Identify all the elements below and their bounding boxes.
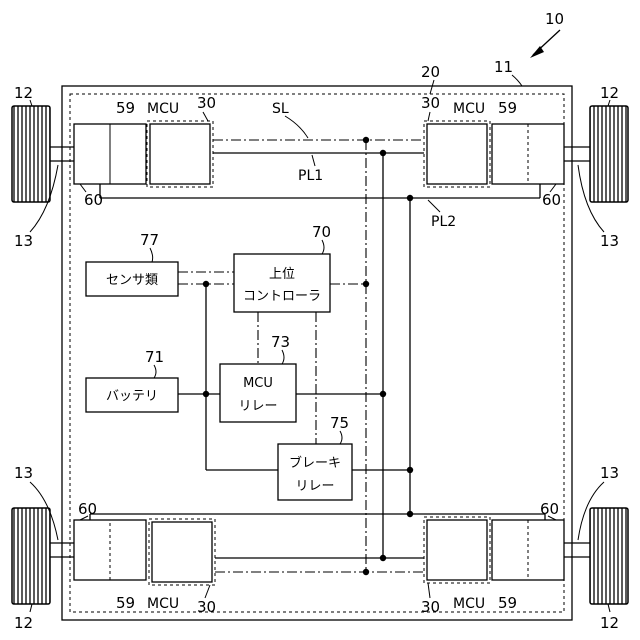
signal-line-sl bbox=[178, 140, 424, 572]
drive-unit-front-right bbox=[424, 121, 564, 187]
inverter-ref-rr: 60 bbox=[540, 500, 559, 518]
power-line-1-label: PL1 bbox=[298, 168, 323, 184]
sensors-label: センサ類 bbox=[106, 273, 158, 288]
motor-ref-fl: 59 bbox=[116, 99, 135, 117]
mcu-unit-ref-rr: 30 bbox=[421, 598, 440, 616]
brake-relay-line1: ブレーキ bbox=[289, 455, 341, 471]
brake-relay-ref: 75 bbox=[330, 414, 349, 432]
wheel-front-left bbox=[12, 106, 50, 202]
inverter-ref-rl: 60 bbox=[78, 500, 97, 518]
host-controller-line1: 上位 bbox=[269, 267, 295, 282]
mcu-label-rr: MCU bbox=[453, 596, 485, 612]
mcu-relay-ref: 73 bbox=[271, 333, 290, 351]
brake-relay-line2: リレー bbox=[295, 479, 334, 494]
housing-ref-label: 20 bbox=[421, 63, 440, 81]
drive-unit-front-left bbox=[74, 121, 213, 187]
motor-ref-fr: 59 bbox=[498, 99, 517, 117]
system-ref-label: 10 bbox=[545, 10, 564, 28]
mcu-unit-ref-rl: 30 bbox=[197, 598, 216, 616]
host-controller-line2: コントローラ bbox=[243, 289, 321, 304]
mcu-unit-ref-fl: 30 bbox=[197, 94, 216, 112]
mcu-label-fr: MCU bbox=[453, 101, 485, 117]
mcu-relay-line1: MCU bbox=[243, 376, 273, 391]
axle-ref-fr: 13 bbox=[600, 232, 619, 250]
host-controller-ref: 70 bbox=[312, 223, 331, 241]
motor-ref-rr: 59 bbox=[498, 594, 517, 612]
drive-unit-rear-left bbox=[74, 519, 215, 585]
battery-ref: 71 bbox=[145, 348, 164, 366]
mcu-label-rl: MCU bbox=[147, 596, 179, 612]
signal-line-label: SL bbox=[272, 101, 289, 117]
motor-ref-rl: 59 bbox=[116, 594, 135, 612]
power-line-2-label: PL2 bbox=[431, 214, 456, 230]
wheel-rear-left bbox=[12, 508, 50, 604]
wheel-ref-fl: 12 bbox=[14, 84, 33, 102]
wheel-ref-rr: 12 bbox=[600, 614, 619, 632]
axle-ref-rl: 13 bbox=[14, 464, 33, 482]
system-ref-arrowhead bbox=[530, 46, 544, 58]
wheel-ref-rl: 12 bbox=[14, 614, 33, 632]
vehicle-body-ref-label: 11 bbox=[494, 58, 513, 76]
wheel-rear-right bbox=[590, 508, 628, 604]
drive-unit-rear-right bbox=[424, 517, 564, 583]
vehicle-body-leader bbox=[512, 75, 522, 86]
axle-ref-fl: 13 bbox=[14, 232, 33, 250]
wheel-front-right bbox=[590, 106, 628, 202]
mcu-unit-ref-fr: 30 bbox=[421, 94, 440, 112]
junction-dots bbox=[203, 137, 413, 575]
sensors-ref: 77 bbox=[140, 231, 159, 249]
wheel-ref-fr: 12 bbox=[600, 84, 619, 102]
mcu-relay-line2: リレー bbox=[238, 399, 277, 414]
battery-label: バッテリ bbox=[106, 389, 158, 404]
housing-leader bbox=[430, 80, 434, 94]
mcu-label-fl: MCU bbox=[147, 101, 179, 117]
axle-ref-rr: 13 bbox=[600, 464, 619, 482]
inverter-ref-fr: 60 bbox=[542, 191, 561, 209]
